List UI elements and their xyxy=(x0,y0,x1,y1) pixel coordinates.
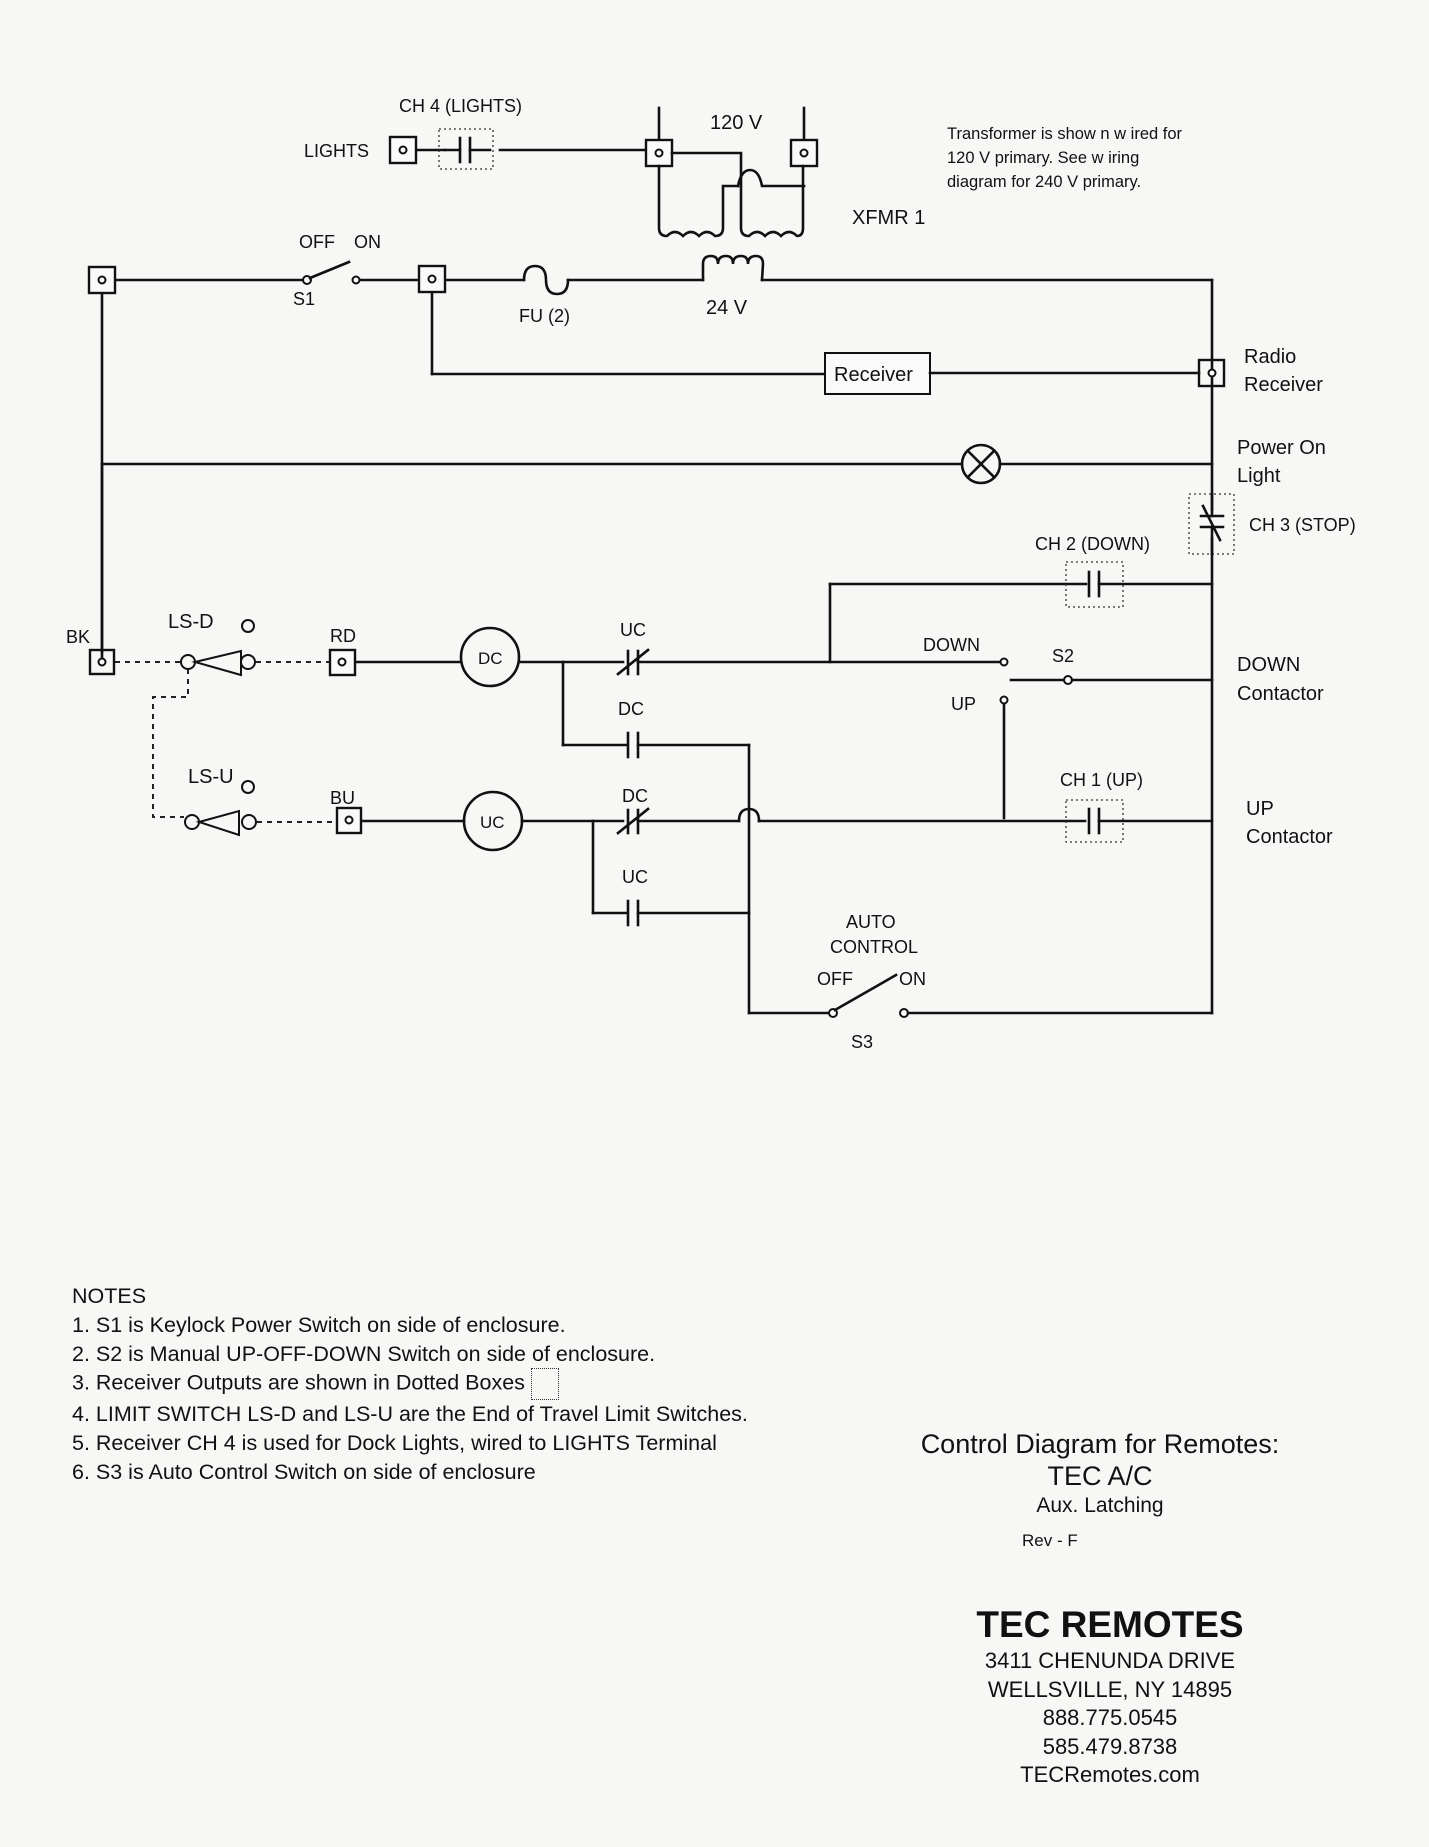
limit-switch-link xyxy=(152,669,189,818)
primary-voltage-label: 120 V xyxy=(710,112,763,134)
diagram-model: TEC A/C xyxy=(1047,1461,1153,1491)
uc-coil-label: UC xyxy=(480,813,505,832)
note-item: 6. S3 is Auto Control Switch on side of … xyxy=(72,1459,536,1484)
s1-label: S1 xyxy=(293,289,315,309)
radio-receiver-label-1: Radio xyxy=(1244,346,1296,368)
title-block: Control Diagram for Remotes: TEC A/C Aux… xyxy=(880,1428,1320,1552)
up-contactor-label-2: Contactor xyxy=(1246,826,1333,848)
down-row: BK LS-D RD DC UC DOWN S2 xyxy=(66,462,1324,820)
company-name: TEC REMOTES xyxy=(976,1604,1244,1645)
s2-label: S2 xyxy=(1052,646,1074,666)
rd-label: RD xyxy=(330,626,356,646)
lights-circuit: CH 4 (LIGHTS) LIGHTS xyxy=(304,96,649,170)
diagram-title: Control Diagram for Remotes: xyxy=(920,1429,1280,1459)
note-item: 3. Receiver Outputs are shown in Dotted … xyxy=(72,1368,748,1401)
uc-no-label: UC xyxy=(622,867,648,887)
note-item: 1. S1 is Keylock Power Switch on side of… xyxy=(72,1312,566,1337)
power-on-lamp-icon xyxy=(960,443,1002,485)
dc-coil-label: DC xyxy=(478,649,503,668)
dc-coil: DC xyxy=(459,626,521,688)
company-address-line-2: WELLSVILLE, NY 14895 xyxy=(987,1676,1233,1702)
wire-crossover xyxy=(737,807,761,823)
ch1-up-label: CH 1 (UP) xyxy=(1060,770,1143,790)
down-pin-label: DOWN xyxy=(923,635,980,655)
dc-nc-label: DC xyxy=(622,786,648,806)
bu-label: BU xyxy=(330,788,355,808)
note-item: 4. LIMIT SWITCH LS-D and LS-U are the En… xyxy=(72,1402,748,1427)
up-contactor-label-1: UP xyxy=(1246,798,1274,820)
radio-receiver-label-2: Receiver xyxy=(1244,374,1323,396)
ch3-stop-label: CH 3 (STOP) xyxy=(1249,515,1356,535)
secondary-voltage-label: 24 V xyxy=(706,297,748,319)
radio-receiver-terminal xyxy=(1197,358,1226,388)
note-item: 2. S2 is Manual UP-OFF-DOWN Switch on si… xyxy=(72,1341,656,1366)
power-on-light-label-2: Light xyxy=(1237,465,1281,487)
uc-seal-in-branch: UC xyxy=(591,819,751,927)
bk-label: BK xyxy=(66,627,90,647)
transformer-note-line-2: 120 V primary. See w iring xyxy=(947,149,1139,167)
company-phone-2: 585.479.8738 xyxy=(1042,1733,1178,1759)
ch3-stop-contact: CH 3 (STOP) xyxy=(1188,492,1356,556)
s3-label: S3 xyxy=(851,1032,873,1052)
revision-label: Rev - F xyxy=(1022,1531,1078,1550)
transformer-primary: 120 V XFMR 1 Transformer is show n w ire… xyxy=(644,106,1183,238)
ch2-down-row: CH 2 (DOWN) xyxy=(828,534,1214,664)
notes-section: NOTES 1. S1 is Keylock Power Switch on s… xyxy=(72,1282,748,1487)
power-on-light-row: Power On Light xyxy=(100,437,1326,487)
auto-control-label-1: AUTO xyxy=(846,912,896,932)
bu-terminal xyxy=(335,806,363,835)
up-pin-label: UP xyxy=(951,694,976,714)
company-address-line-1: 3411 CHENUNDA DRIVE xyxy=(984,1648,1236,1673)
power-row: OFF ON S1 FU (2) 24 V xyxy=(87,232,1214,326)
s2-up-pin xyxy=(999,695,1009,705)
s3-on-label: ON xyxy=(899,969,926,989)
s1-on-label: ON xyxy=(354,232,381,252)
company-block: TEC REMOTES 3411 CHENUNDA DRIVE WELLSVIL… xyxy=(940,1603,1280,1790)
ch2-receiver-output-box xyxy=(1065,561,1124,608)
uc-nc-label: UC xyxy=(620,620,646,640)
up-row: LS-U BU UC DC CH 1 (UP) UP C xyxy=(184,766,1333,852)
s2-down-pin xyxy=(999,657,1009,667)
company-phone-1: 888.775.0545 xyxy=(1042,1705,1178,1730)
fuse-symbol xyxy=(522,264,570,296)
s1-keylock-switch xyxy=(302,260,361,285)
note-item: 5. Receiver CH 4 is used for Dock Lights… xyxy=(72,1431,717,1456)
ch4-no-contact xyxy=(443,136,492,164)
receiver-box-label: Receiver xyxy=(834,364,913,386)
dc-no-label: DC xyxy=(618,699,644,719)
lights-terminal-label: LIGHTS xyxy=(304,141,369,161)
uc-coil: UC xyxy=(462,790,524,852)
receiver-row: Receiver Radio Receiver xyxy=(430,291,1323,396)
company-website: TECRemotes.com xyxy=(1020,1762,1200,1787)
ch1-receiver-output-box xyxy=(1065,799,1124,843)
xfmr1-label: XFMR 1 xyxy=(852,207,925,229)
ch4-lights-label: CH 4 (LIGHTS) xyxy=(399,96,522,116)
s1-off-label: OFF xyxy=(299,232,335,252)
transformer-note-line-3: diagram for 240 V primary. xyxy=(947,173,1141,191)
lsd-label: LS-D xyxy=(168,611,214,633)
auto-control-label-2: CONTROL xyxy=(830,937,918,957)
s3-off-label: OFF xyxy=(817,969,853,989)
ch2-down-label: CH 2 (DOWN) xyxy=(1035,534,1150,554)
dc-seal-in-branch: DC xyxy=(561,660,751,1015)
down-contactor-label-1: DOWN xyxy=(1237,654,1300,676)
fuse-label: FU (2) xyxy=(519,306,570,326)
power-on-light-label-1: Power On xyxy=(1237,437,1326,459)
s3-auto-control-row: AUTO CONTROL OFF ON S3 xyxy=(747,912,1214,1052)
diagram-variant: Aux. Latching xyxy=(1036,1494,1164,1517)
dotted-box-legend-icon xyxy=(530,1368,559,1401)
note-item-text: 3. Receiver Outputs are shown in Dotted … xyxy=(72,1371,525,1396)
secondary-coil xyxy=(701,254,765,282)
lsu-label: LS-U xyxy=(188,766,234,788)
down-contactor-label-2: Contactor xyxy=(1237,683,1324,705)
transformer-note-line-1: Transformer is show n w ired for xyxy=(947,125,1183,143)
notes-heading: NOTES xyxy=(72,1284,147,1308)
bk-terminal xyxy=(88,648,116,676)
ch3-receiver-output-box xyxy=(1188,493,1235,555)
lsd-limit-switch xyxy=(180,619,256,677)
lights-terminal xyxy=(388,135,418,165)
lsu-limit-switch xyxy=(184,780,257,837)
ch4-receiver-output-box xyxy=(438,128,494,170)
